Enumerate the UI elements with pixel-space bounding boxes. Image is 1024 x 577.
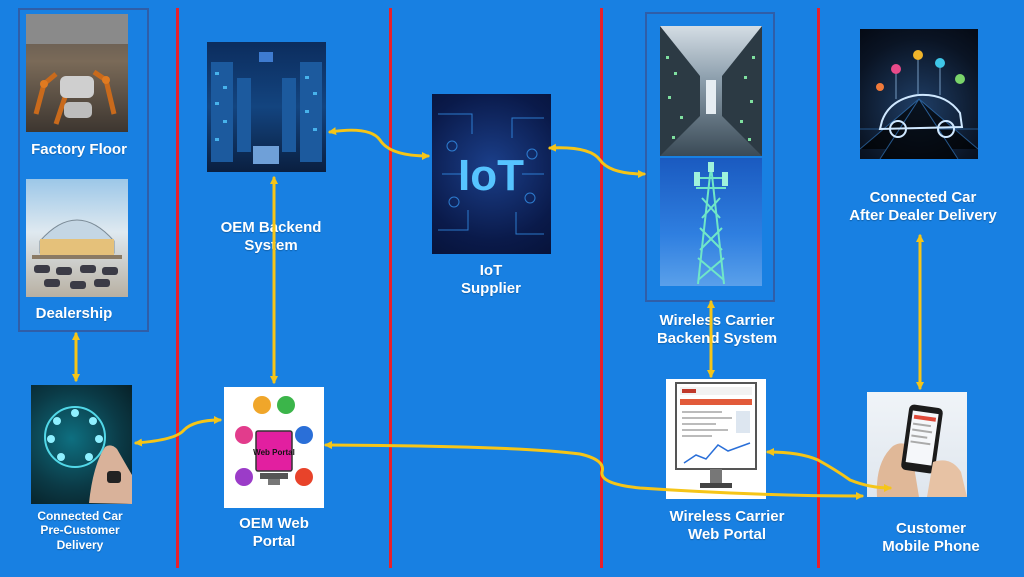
customer-mobile-label: Customer Mobile Phone [882, 520, 980, 555]
web-portal-badge: Web Portal [253, 448, 295, 457]
arrow-oem-iot [328, 127, 430, 160]
iot-chip-image: IoT [432, 94, 551, 254]
mobile-phone-image [867, 392, 967, 497]
dashboard-touch-image [31, 385, 132, 504]
iot-logo-text: IoT [458, 151, 524, 200]
iot-supplier-label: IoT Supplier [460, 262, 521, 297]
factory-image [26, 14, 128, 132]
connected-car-image [860, 29, 978, 159]
connected-car-pre-label: Connected Car Pre-Customer Delivery [37, 509, 123, 552]
arrow-iot-wireless [548, 143, 646, 178]
divider-line [176, 8, 179, 568]
factory-dealership-group [18, 8, 149, 332]
dealership-image [26, 179, 128, 297]
cell-tower-image [660, 158, 762, 286]
arrow-portal-phone [324, 441, 864, 500]
divider-line [600, 8, 603, 568]
data-center-image [660, 26, 762, 156]
oem-backend-label: OEM Backend System [220, 219, 322, 254]
carrier-portal-image [666, 379, 766, 499]
connected-car-after-label: Connected Car After Dealer Delivery [849, 189, 997, 224]
divider-line [817, 8, 820, 568]
wireless-backend-label: Wireless Carrier Backend System [656, 312, 778, 347]
factory-floor-label: Factory Floor [31, 141, 127, 158]
dealership-label: Dealership [35, 305, 113, 322]
oem-web-portal-label: OEM Web Portal [239, 515, 309, 550]
server-room-image [207, 42, 326, 172]
wireless-web-portal-label: Wireless Carrier Web Portal [669, 508, 785, 543]
divider-line [389, 8, 392, 568]
web-portal-image: Web Portal [224, 387, 324, 508]
